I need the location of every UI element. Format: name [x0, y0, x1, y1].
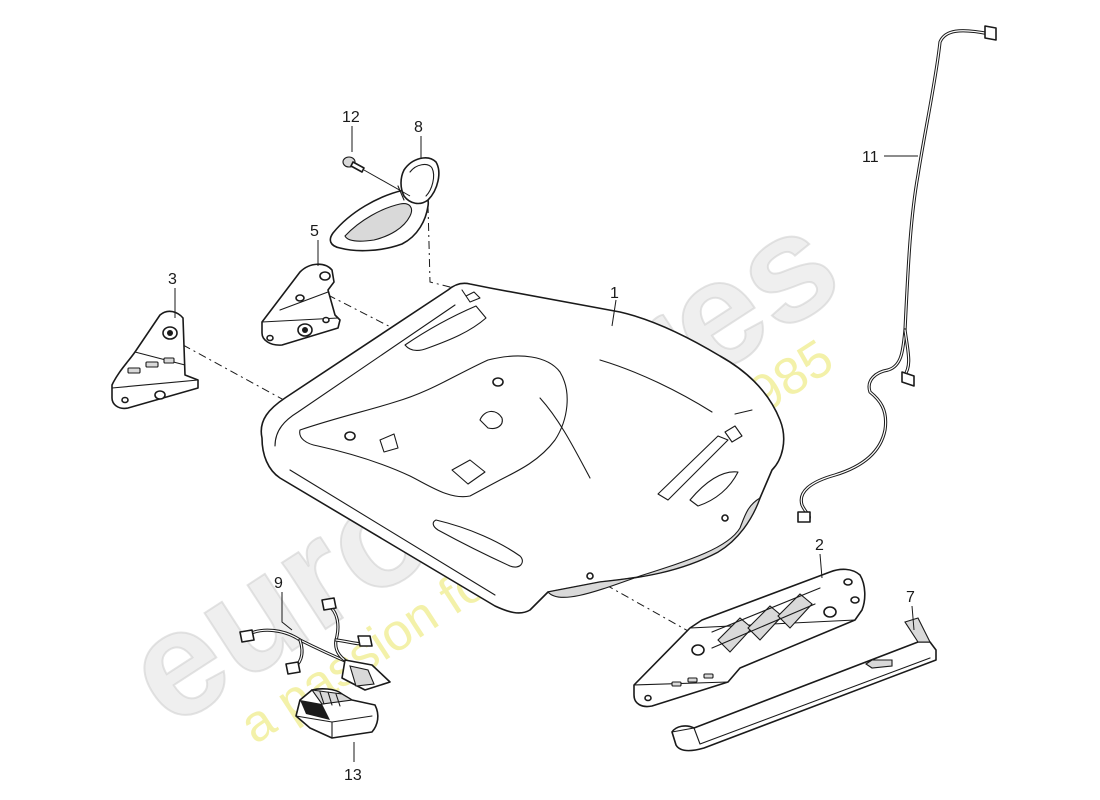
- callout-7: 7: [906, 589, 915, 606]
- wiring-harness-icon: [239, 597, 391, 691]
- cable-harness-icon: [797, 25, 997, 523]
- side-rail-bracket-icon: [633, 568, 866, 708]
- callout-1: 1: [610, 285, 619, 302]
- mounting-bracket-icon: [111, 310, 199, 410]
- callout-8: 8: [414, 119, 423, 136]
- callout-9: 9: [274, 575, 283, 592]
- screw-icon: [342, 156, 411, 197]
- callout-13: 13: [344, 767, 362, 784]
- seat-shell-icon: [260, 282, 785, 614]
- trim-strip-icon: [671, 617, 937, 752]
- callout-11: 11: [862, 149, 879, 166]
- callout-3: 3: [168, 271, 177, 288]
- mounting-bracket-icon: [261, 263, 341, 346]
- callout-12: 12: [342, 109, 360, 126]
- callout-2: 2: [815, 537, 824, 554]
- bezel-cover-icon: [329, 157, 440, 252]
- callout-5: 5: [310, 223, 319, 240]
- switch-module-icon: [295, 688, 379, 739]
- callouts: 1 2 3 5 7 8 9 11 12 13: [168, 109, 915, 784]
- leader-lines: [174, 126, 918, 762]
